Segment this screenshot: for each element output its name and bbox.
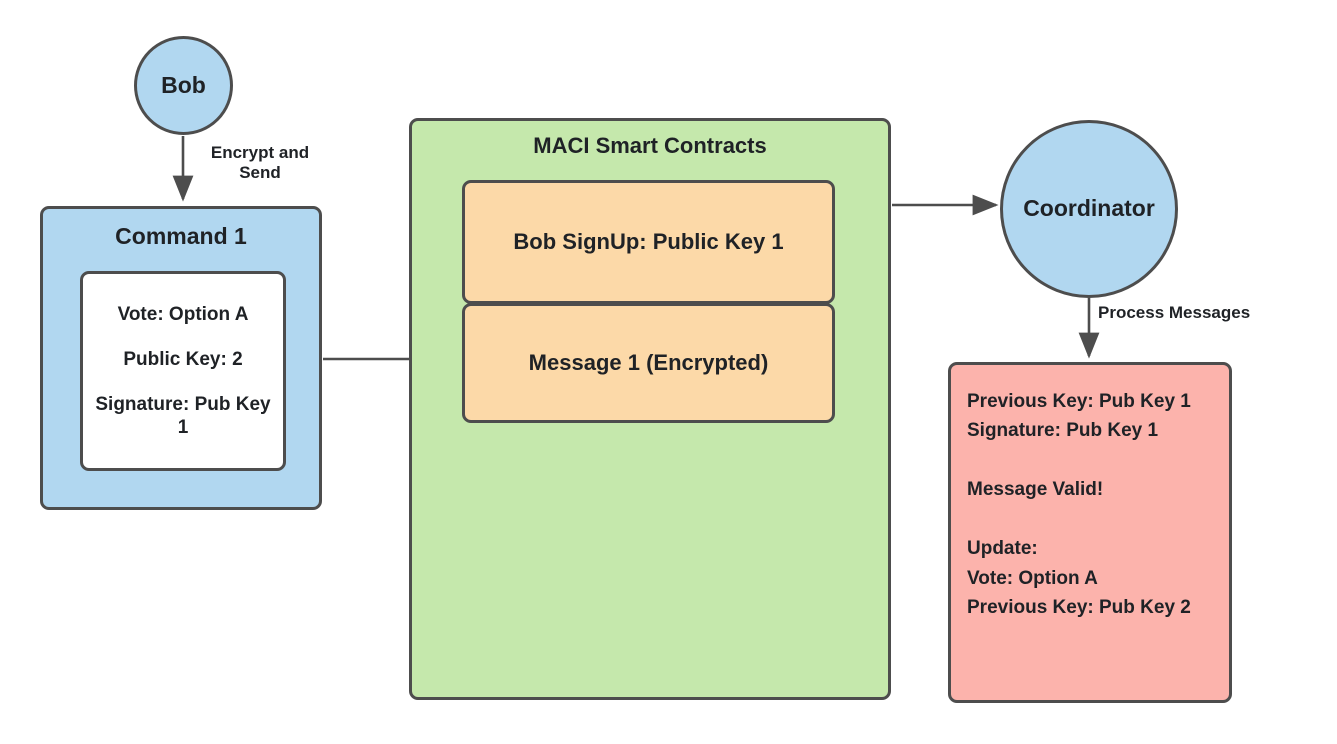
edge-label-encrypt-and-send: Encrypt and Send [210,143,310,183]
maci-title: MACI Smart Contracts [533,133,767,158]
command-1-title: Command 1 [115,223,247,249]
processing-result-text: Previous Key: Pub Key 1 Signature: Pub K… [967,391,1191,619]
node-bob-signup[interactable]: Bob SignUp: Public Key 1 [462,180,835,304]
message-1-label: Message 1 (Encrypted) [528,350,769,376]
node-maci-smart-contracts[interactable]: MACI Smart Contracts Bob SignUp: Public … [409,118,891,700]
node-processing-result[interactable]: Previous Key: Pub Key 1 Signature: Pub K… [948,362,1232,703]
node-command-1[interactable]: Command 1 Vote: Option A Public Key: 2 S… [40,206,322,510]
node-coordinator[interactable]: Coordinator [1000,120,1178,298]
command-line-vote: Vote: Option A [117,303,249,325]
command-1-details: Vote: Option A Public Key: 2 Signature: … [80,271,286,471]
node-bob-label: Bob [161,71,206,98]
node-bob[interactable]: Bob [134,36,233,135]
node-message-1[interactable]: Message 1 (Encrypted) [462,303,835,423]
bob-signup-label: Bob SignUp: Public Key 1 [513,229,784,255]
command-line-signature: Signature: Pub Key 1 [95,394,271,439]
edge-label-process-messages: Process Messages [1098,303,1251,322]
command-line-public-key: Public Key: 2 [123,348,243,370]
node-coordinator-label: Coordinator [1023,195,1155,222]
